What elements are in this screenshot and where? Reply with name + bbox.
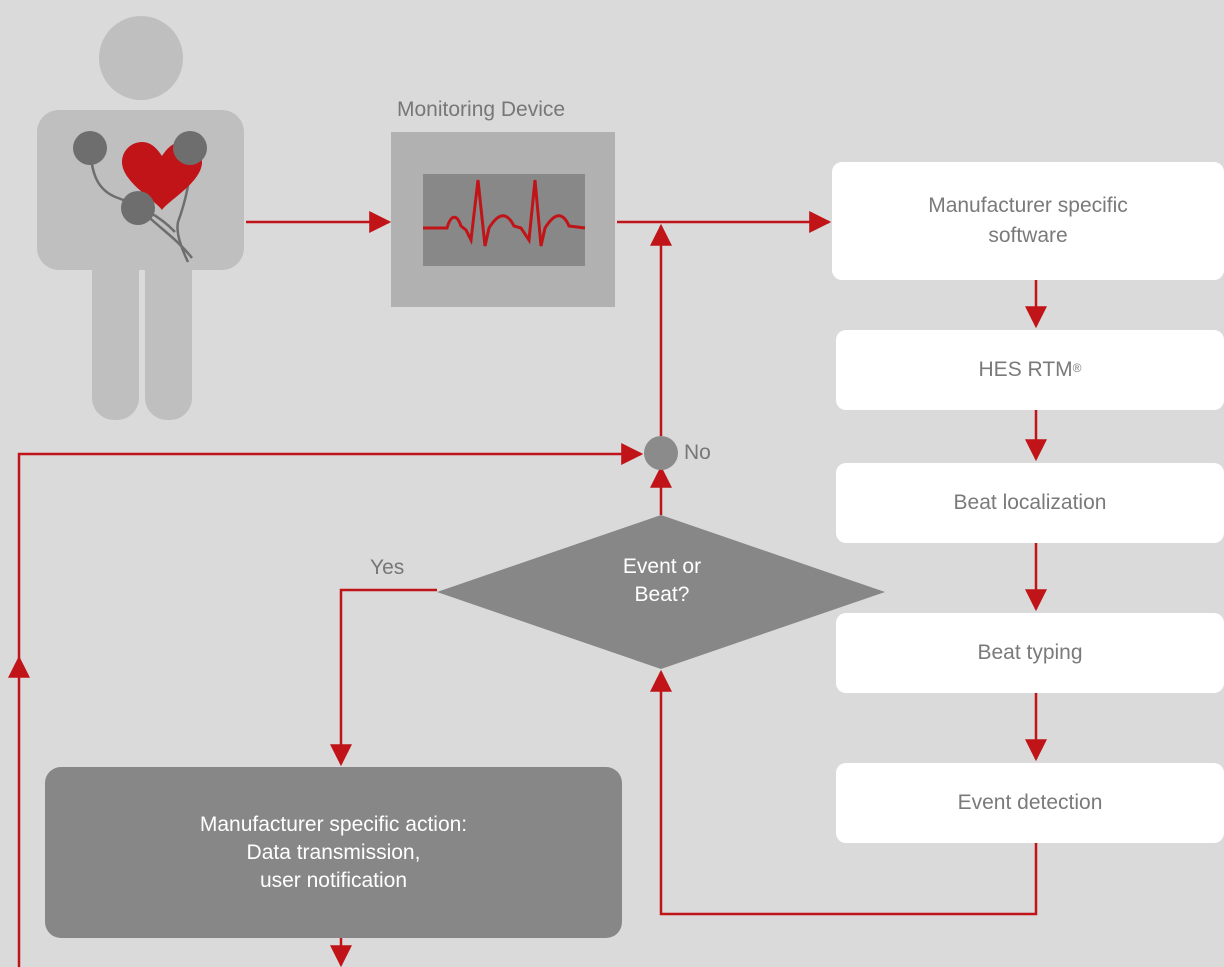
electrode-bottom — [121, 191, 155, 225]
action-line-3: user notification — [259, 868, 408, 892]
action-line-2: Data transmission, — [246, 840, 421, 864]
step-software: Manufacturer specific software — [832, 162, 1224, 280]
arrow-loop-to-no — [17, 443, 644, 660]
step-beat-typing: Beat typing — [836, 613, 1224, 693]
no-label: No — [684, 441, 711, 464]
step-localization-label: Beat localization — [953, 491, 1107, 514]
arrow-detection-to-decision — [650, 669, 1038, 916]
patient-right-leg — [145, 220, 192, 420]
step-detection-label: Event detection — [957, 791, 1103, 814]
arrow-yes-to-action — [330, 588, 437, 767]
patient-figure — [37, 16, 244, 420]
electrode-left — [73, 131, 107, 165]
decision-line-2: Beat? — [634, 583, 690, 606]
action-box: Manufacturer specific action: Data trans… — [45, 767, 622, 938]
electrode-right — [173, 131, 207, 165]
connectors — [7, 211, 1047, 967]
patient-left-leg — [92, 220, 139, 420]
patient-head — [99, 16, 183, 100]
monitoring-device — [391, 132, 615, 307]
yes-label: Yes — [370, 556, 405, 579]
action-line-1: Manufacturer specific action: — [199, 812, 468, 836]
step-beat-localization: Beat localization — [836, 463, 1224, 543]
step-hes-label: HES RTM — [978, 358, 1073, 381]
no-junction — [644, 436, 678, 470]
decision-line-1: Event or — [622, 555, 702, 578]
registered-mark: ® — [1072, 361, 1082, 375]
device-label: Monitoring Device — [397, 98, 566, 121]
step-hes-rtm: HES RTM® — [836, 330, 1224, 410]
step-event-detection: Event detection — [836, 763, 1224, 843]
step-software-label: Manufacturer specific software — [928, 194, 1128, 247]
step-typing-label: Beat typing — [977, 641, 1083, 664]
decision-text: Event or Beat? — [590, 553, 734, 609]
monitor-screen — [423, 174, 585, 266]
decision-diamond — [437, 515, 885, 669]
ecg-waveform — [423, 179, 586, 247]
action-text: Manufacturer specific action: Data trans… — [200, 811, 467, 895]
